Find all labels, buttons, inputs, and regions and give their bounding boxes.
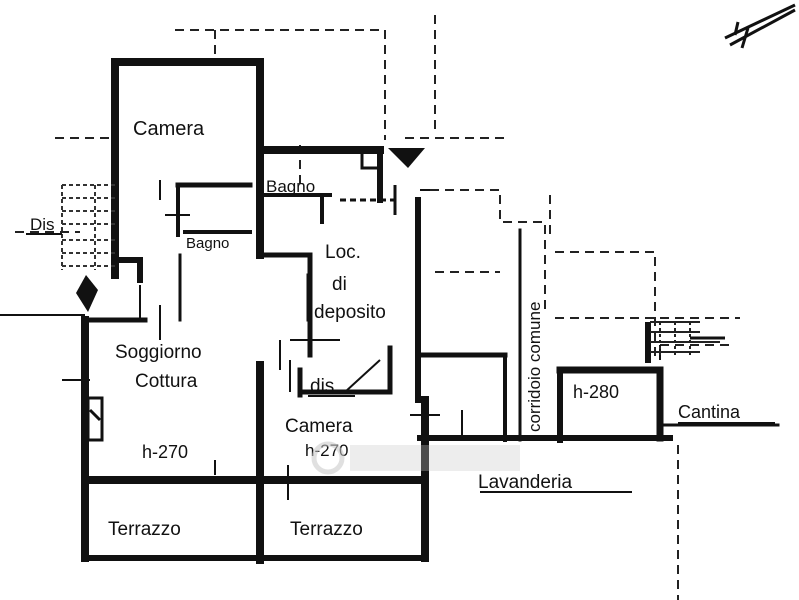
label-camera-top: Camera [133, 118, 205, 140]
staircase-right [650, 321, 720, 358]
label-loc-line2: di [332, 274, 347, 295]
label-terrazzo-left: Terrazzo [108, 519, 181, 540]
room-labels: Camera Bagno Bagno Dis Loc. di deposito … [30, 118, 741, 540]
label-corridoio-comune: corridoio comune [525, 302, 544, 432]
label-terrazzo-right: Terrazzo [290, 519, 363, 540]
label-bagno-upper: Bagno [266, 177, 315, 196]
entrance-left-icon [76, 275, 98, 312]
label-bagno-lower: Bagno [186, 235, 229, 252]
label-dis-mid: dis. [310, 376, 340, 397]
watermark-logo [311, 441, 520, 475]
entrance-markers [76, 148, 725, 340]
left-wall-fixture [86, 396, 104, 442]
north-arrow-icon [724, 3, 796, 49]
upper-corridor-fixtures [340, 148, 397, 215]
label-underlines [26, 233, 775, 493]
entrance-top-icon [388, 148, 425, 168]
label-cottura: Cottura [135, 371, 198, 392]
staircase-left [61, 184, 115, 270]
label-loc-line3: deposito [314, 302, 386, 323]
label-height-cantina: h-280 [573, 382, 619, 402]
interior-thin-lines [0, 180, 661, 500]
label-loc-line1: Loc. [325, 242, 361, 263]
label-lavanderia: Lavanderia [478, 472, 572, 493]
label-soggiorno: Soggiorno [115, 342, 202, 363]
label-dis-left: Dis [30, 215, 55, 234]
dashed-context-lines [15, 15, 740, 600]
label-cantina: Cantina [678, 402, 741, 422]
label-height-soggiorno: h-270 [142, 442, 188, 462]
label-camera-mid: Camera [285, 416, 353, 437]
